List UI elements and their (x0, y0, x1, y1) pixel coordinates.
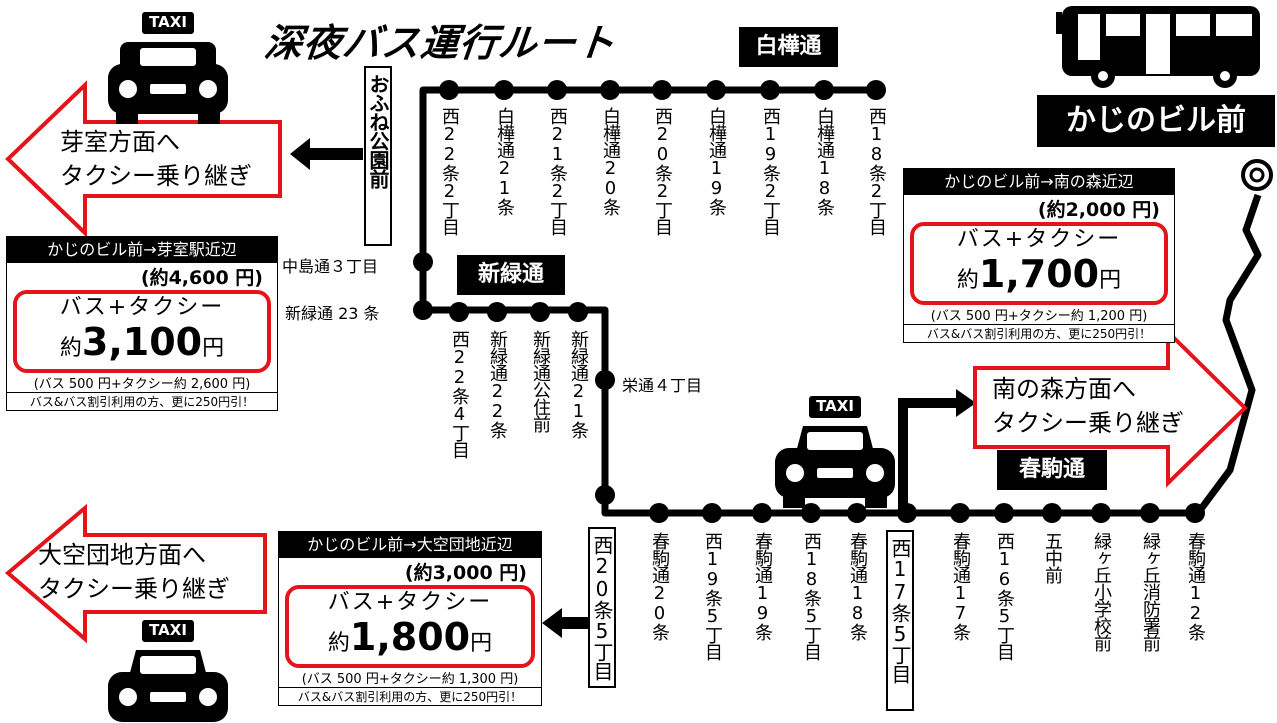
fare-approx: (約3,000 円) (404, 562, 527, 584)
stop-shinryoku-23: 新緑通 23 条 (285, 304, 380, 323)
fare-approx: (約4,600 円) (140, 267, 263, 289)
fare-combo: バス+タクシー (956, 227, 1122, 252)
stop-name: 春駒通19条 (752, 532, 773, 640)
fare-highlight: バス+タクシー 約3,100円 (13, 290, 271, 373)
bus-icon (1056, 6, 1260, 88)
stop-name: 白樺通20条 (600, 107, 621, 215)
fare-breakdown: (バス 500 円+タクシー約 1,200 円) (930, 309, 1148, 324)
fare-approx: (約2,000 円) (1037, 199, 1160, 221)
stop-ofune-park: おふね公園前 (364, 66, 392, 246)
stop-name: 西18条5丁目 (801, 532, 822, 660)
stop-name: 西19条5丁目 (702, 532, 723, 660)
fare-breakdown: (バス 500 円+タクシー約 1,300 円) (301, 672, 519, 687)
stop-name: 西18条2丁目 (866, 107, 887, 235)
fare-discount: バス&バス割引利用の方、更に250円引！ (904, 324, 1174, 342)
stop-west20-5: 西20条5丁目 (588, 527, 616, 688)
fare-card-oozora: かじのビル前→大空団地近辺 (約3,000 円) バス+タクシー 約1,800円… (278, 531, 542, 706)
fare-discount: バス&バス割引利用の方、更に250円引！ (279, 687, 541, 705)
arrow-oozora-text: 大空団地方面へタクシー乗り継ぎ (38, 541, 230, 603)
taxi-sign-bottom: TAXI (149, 621, 187, 639)
fare-combo: バス+タクシー (327, 590, 493, 615)
stop-name: 緑ヶ丘小学校前 (1091, 532, 1112, 651)
street-label-shirakaba: 白樺通 (739, 27, 838, 67)
transfer-arrow-oozora-pointer (542, 608, 588, 638)
arrow-memuro-text: 芽室方面へタクシー乗り継ぎ (60, 128, 252, 190)
taxi-icon-bottom (108, 620, 228, 722)
fare-highlight: バス+タクシー 約1,700円 (910, 222, 1168, 305)
taxi-icon-middle (775, 396, 895, 508)
stop-name: 新緑通22条 (487, 330, 508, 438)
transfer-arrow-minaminomori-pointer (898, 389, 976, 513)
stop-name: 春駒通18条 (847, 532, 868, 640)
stop-name: 春駒通12条 (1185, 532, 1206, 640)
stop-name: 春駒通17条 (950, 532, 971, 640)
stop-name: 白樺通19条 (706, 107, 727, 215)
stop-name: 白樺通21条 (494, 107, 515, 215)
taxi-sign-middle: TAXI (816, 397, 854, 415)
stop-name: 西20条2丁目 (652, 107, 673, 235)
arrow-minaminomori-shape (973, 327, 1248, 488)
stop-name: 春駒通20条 (649, 532, 670, 640)
fare-amount: 約1,800円 (327, 615, 493, 659)
page-title: 深夜バス運行ルート (262, 21, 618, 65)
fare-route: かじのビル前→南の森近辺 (904, 169, 1174, 195)
stop-name: 西19条2丁目 (760, 107, 781, 235)
fare-amount: 約3,100円 (59, 320, 225, 364)
taxi-sign-top: TAXI (149, 13, 187, 31)
stop-west17-5: 西17条5丁目 (886, 530, 914, 711)
fare-route: かじのビル前→芽室駅近辺 (7, 237, 277, 263)
fare-card-memuro: かじのビル前→芽室駅近辺 (約4,600 円) バス+タクシー 約3,100円 … (6, 236, 278, 411)
stop-name: 西22条2丁目 (439, 107, 460, 235)
transfer-arrow-memuro-pointer (290, 138, 363, 170)
arrow-oozora-shape (4, 503, 267, 644)
street-label-shinryoku: 新緑通 (457, 255, 565, 295)
stop-sakae: 栄通４丁目 (622, 376, 703, 395)
stop-name: 五中前 (1042, 532, 1063, 583)
fare-combo: バス+タクシー (59, 295, 225, 320)
stop-name: 西16条5丁目 (994, 532, 1015, 660)
stop-name: 西21条2丁目 (547, 107, 568, 235)
stop-nakajima: 中島通３丁目 (282, 257, 379, 276)
arrow-minaminomori-text: 南の森方面へタクシー乗り継ぎ (992, 375, 1184, 437)
fare-highlight: バス+タクシー 約1,800円 (285, 585, 535, 668)
fare-discount: バス&バス割引利用の方、更に250円引！ (7, 392, 277, 410)
stop-name: 新緑通公住前 (530, 330, 551, 432)
stop-name: 西22条4丁目 (449, 330, 470, 458)
stop-dots (413, 80, 1205, 523)
stop-name: 緑ヶ丘消防署前 (1140, 532, 1161, 651)
stop-name: 新緑通21条 (568, 330, 589, 438)
street-label-harukoma: 春駒通 (997, 450, 1107, 490)
stop-name: 白樺通18条 (814, 107, 835, 215)
fare-route: かじのビル前→大空団地近辺 (279, 532, 541, 558)
fare-card-minaminomori: かじのビル前→南の森近辺 (約2,000 円) バス+タクシー 約1,700円 … (903, 168, 1175, 343)
fare-amount: 約1,700円 (956, 252, 1122, 296)
taxi-icon-top (108, 12, 228, 124)
fare-breakdown: (バス 500 円+タクシー約 2,600 円) (33, 377, 251, 392)
destination-label: かじのビル前 (1037, 95, 1275, 147)
